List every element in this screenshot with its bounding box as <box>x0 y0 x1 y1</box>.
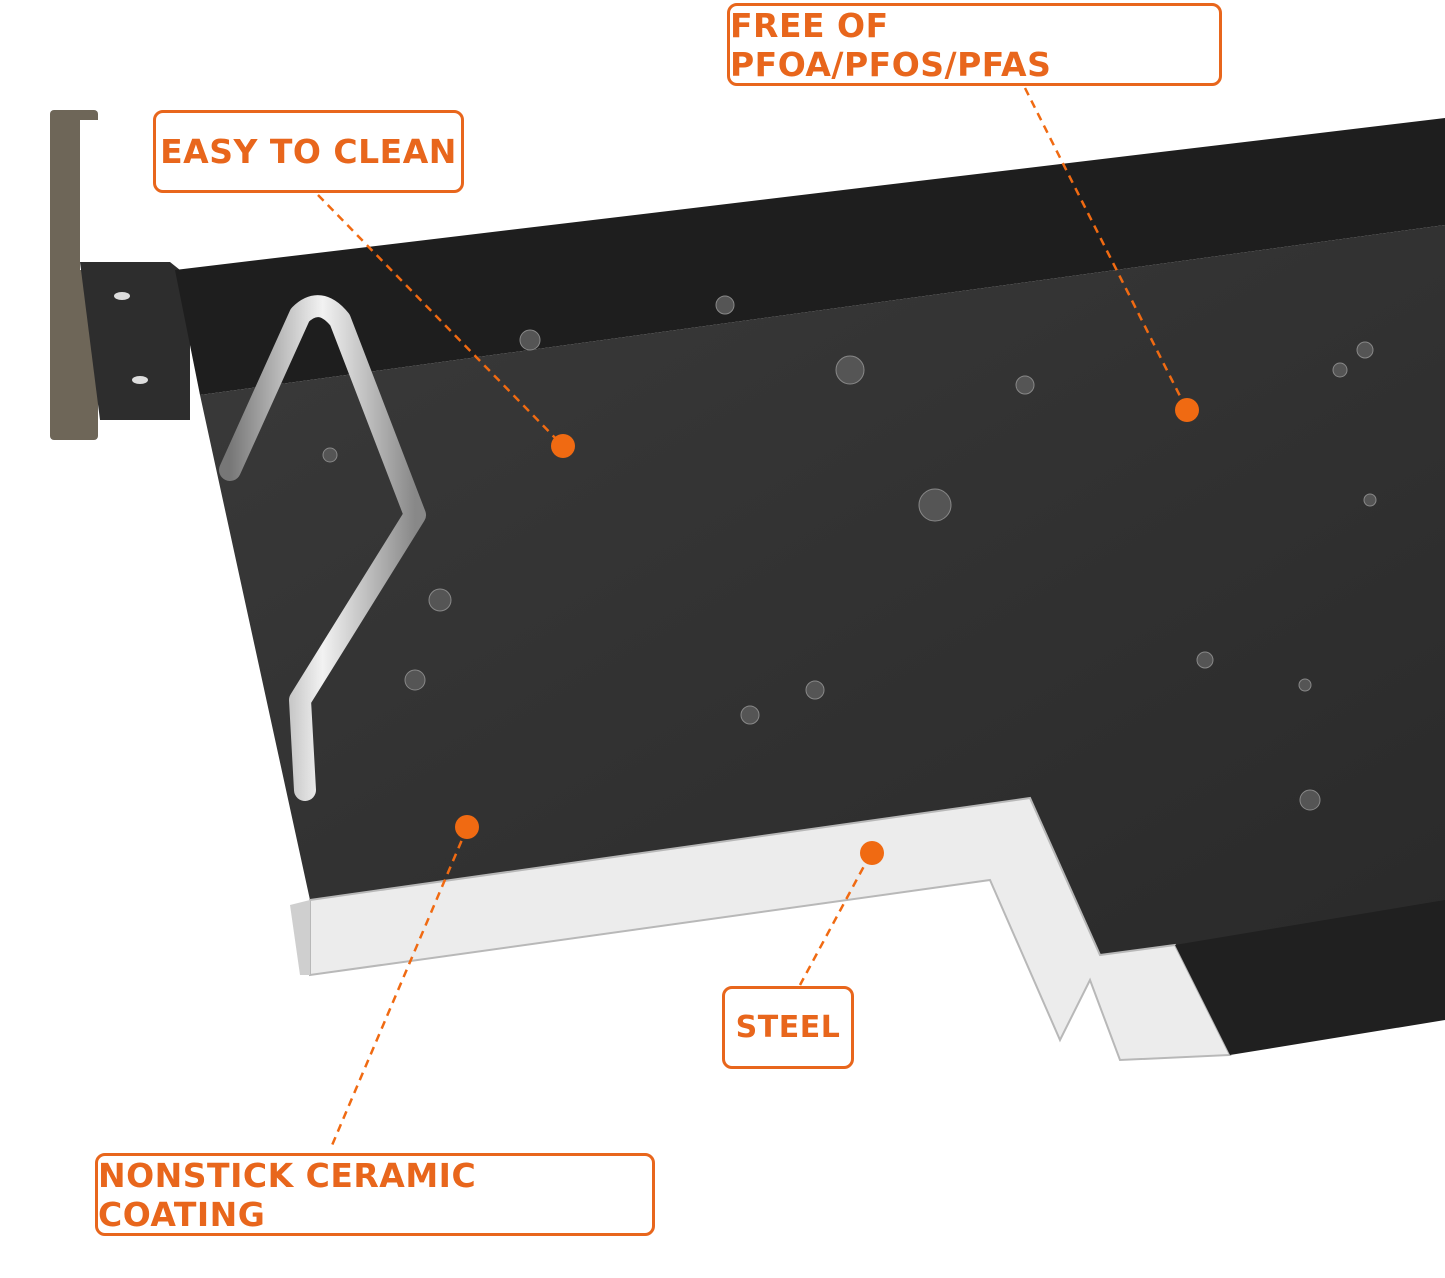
callout-label: FREE OF PFOA/PFOS/PFAS <box>730 5 1052 84</box>
marker-nonstick <box>455 815 479 839</box>
side-bracket <box>50 110 190 440</box>
callout-steel: STEEL <box>722 986 854 1069</box>
marker-easy-to-clean <box>551 434 575 458</box>
callout-label: NONSTICK CERAMIC COATING <box>98 1155 477 1234</box>
callout-nonstick: NONSTICK CERAMIC COATING <box>95 1153 655 1236</box>
marker-steel <box>860 841 884 865</box>
callout-easy-to-clean: EASY TO CLEAN <box>153 110 464 193</box>
callout-free-of: FREE OF PFOA/PFOS/PFAS <box>727 3 1222 86</box>
marker-free-of <box>1175 398 1199 422</box>
callout-label: EASY TO CLEAN <box>160 132 457 171</box>
callout-label: STEEL <box>735 1010 841 1045</box>
